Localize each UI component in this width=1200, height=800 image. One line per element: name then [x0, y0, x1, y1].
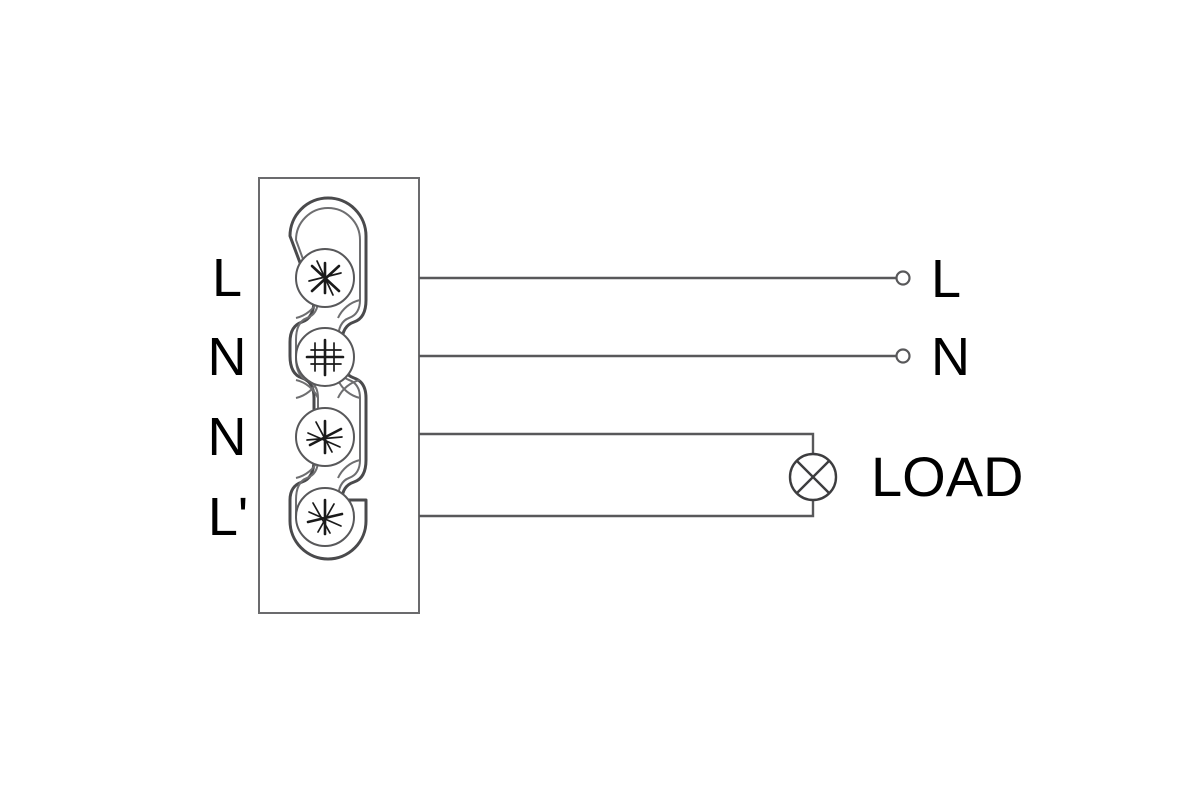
screw-icon: [305, 338, 345, 377]
screw-icon-detail: [308, 260, 342, 296]
supply-line-node[interactable]: [895, 270, 911, 286]
supply-label-line: L: [931, 249, 962, 309]
supply-label-neutral: N: [931, 327, 970, 387]
supply-neutral-node[interactable]: [895, 348, 911, 364]
screw-icon-detail: [310, 342, 342, 372]
terminal-label-4: L': [207, 487, 249, 547]
screw-terminal-3[interactable]: [295, 407, 355, 467]
screw-icon-detail: [308, 502, 342, 534]
screw-terminal-2[interactable]: [295, 327, 355, 387]
lamp-icon: [788, 452, 838, 502]
screw-icon: [308, 419, 343, 455]
screw-terminal-1[interactable]: [295, 248, 355, 308]
wire-load-bottom: [419, 499, 815, 518]
load-label: LOAD: [871, 445, 1024, 508]
screw-icon-detail: [306, 421, 343, 453]
terminal-label-3: N: [207, 407, 247, 467]
terminal-label-2: N: [207, 327, 247, 387]
screw-icon: [306, 498, 344, 536]
screw-terminal-4[interactable]: [295, 487, 355, 547]
terminal-label-1: L: [211, 248, 243, 308]
wire-load-top: [419, 432, 815, 455]
